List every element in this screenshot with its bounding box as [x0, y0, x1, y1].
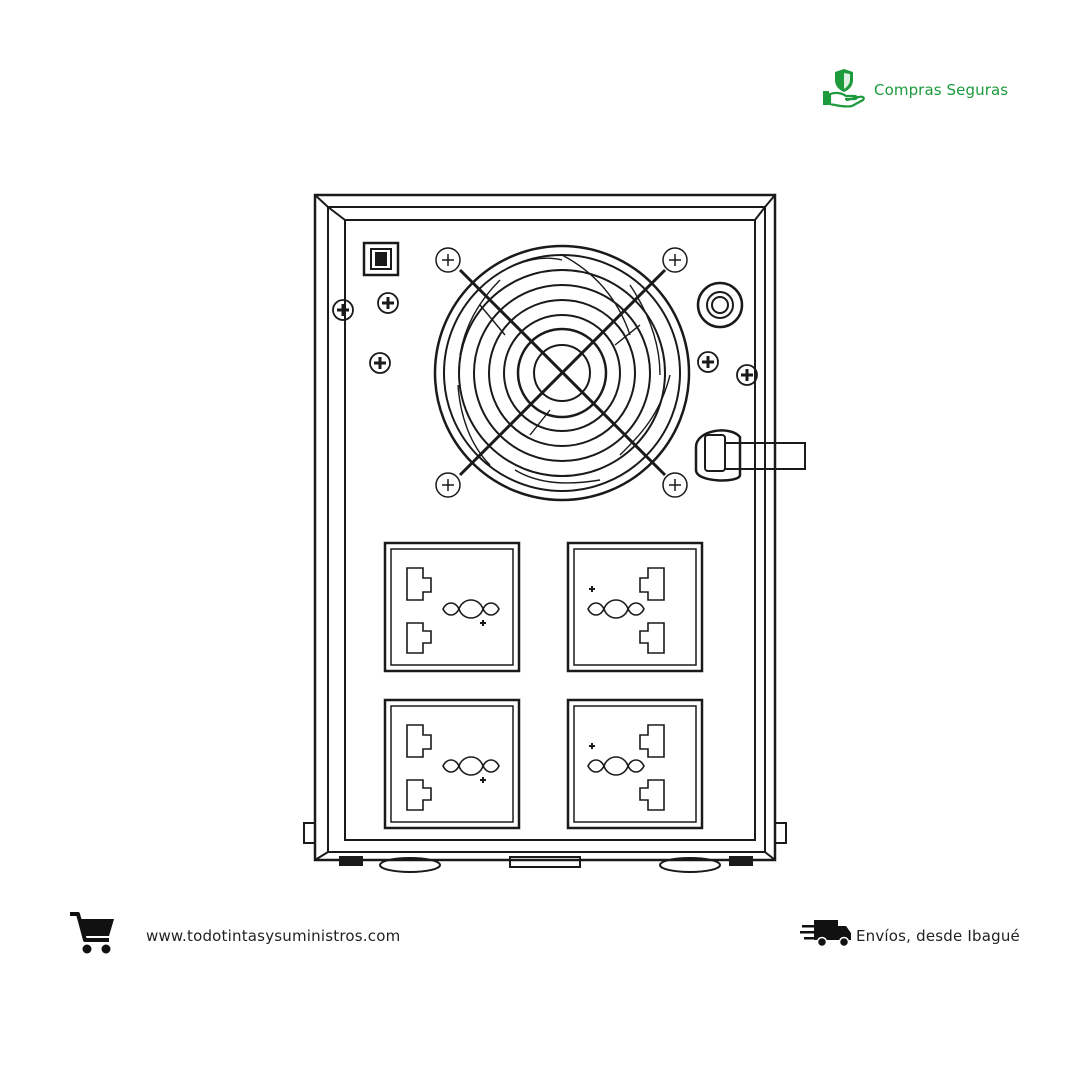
footer-shipping: Envíos, desde Ibagué — [799, 918, 1020, 953]
outlet-socket — [566, 541, 704, 673]
ups-rear-panel-drawing — [300, 185, 820, 880]
secure-purchase-badge: Compras Seguras — [822, 68, 1008, 112]
outlet-socket — [383, 698, 521, 830]
website-link[interactable]: www.todotintasysuministros.com — [146, 926, 401, 945]
delivery-truck-icon — [799, 918, 852, 953]
secure-purchase-label: Compras Seguras — [874, 81, 1009, 99]
shield-hand-icon — [822, 67, 868, 114]
outlet-socket — [566, 698, 704, 830]
shipping-label: Envíos, desde Ibagué — [855, 926, 1020, 945]
footer-website: www.todotintasysuministros.com — [68, 910, 400, 961]
shopping-cart-icon — [68, 910, 116, 961]
outlet-socket — [383, 541, 521, 673]
